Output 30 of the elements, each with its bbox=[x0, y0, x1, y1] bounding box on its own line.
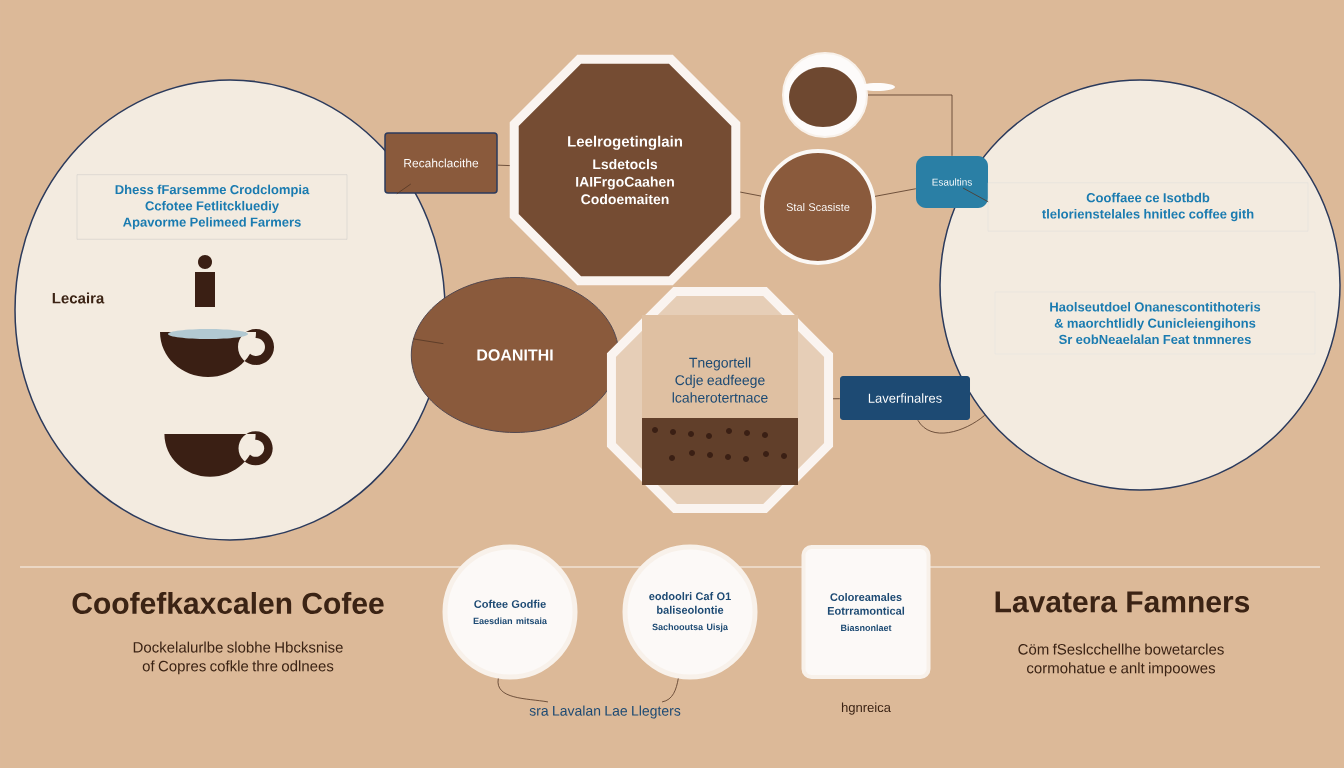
connector-line bbox=[874, 188, 917, 197]
connector-line bbox=[396, 183, 412, 195]
octagon-box: Tnegortell Cdje eadfeege lcaherotertnace bbox=[606, 286, 834, 514]
connector-line bbox=[497, 678, 549, 703]
connector-line bbox=[661, 678, 679, 703]
cup-drawing bbox=[782, 52, 895, 138]
circle-node: Stal Scasiste bbox=[760, 149, 876, 265]
circle-card: Coftee Godfie Eaesdian mitsaia bbox=[442, 544, 578, 680]
circle-card: eodoolri Caf O1 baliseolontie Sachooutsa Uisja bbox=[622, 544, 758, 680]
connector-line bbox=[832, 398, 841, 400]
heading: Lavatera Famners bbox=[995, 591, 1250, 613]
connector-line bbox=[497, 164, 511, 166]
label-box: Esaultins bbox=[916, 156, 988, 208]
connector-line bbox=[867, 94, 953, 157]
connector-line bbox=[917, 414, 986, 434]
connector-line bbox=[962, 187, 989, 203]
square-card: Coloreamales Eotrramontical Biasnonlaet bbox=[801, 545, 931, 679]
text-box: Dhess fFarsemme Crodclompia Ccfotee Fetlitckluediy Apavorme Pelimeed Farmers bbox=[76, 174, 348, 240]
text-label: Lecaira bbox=[52, 292, 105, 304]
text-box: Haolseutdoel Onanescontithoteris & maorchtlidly Cunicleiengihons Sr eobNeaelalan Feat tnmneres bbox=[994, 291, 1316, 355]
label-box: Laverfinalres bbox=[840, 376, 970, 420]
caption-text: sra Lavalan Lae Llegters bbox=[529, 705, 681, 719]
connector-line bbox=[412, 338, 444, 345]
caption-text: hgnreica bbox=[841, 702, 891, 715]
paragraph: Dockelalurlbe slobhe Hbcksnise of Copres cofkle thre odlnees bbox=[133, 641, 343, 675]
paragraph: Cöm fSeslcchellhe bowetarcles cormohatue e anlt impoowes bbox=[1018, 643, 1224, 677]
text-box: Cooffaee ce Isotbdb tlelorienstelales hnitlec coffee gith bbox=[987, 182, 1309, 232]
label-box: Recahclacithe bbox=[384, 132, 498, 194]
connector-line bbox=[739, 191, 762, 197]
heading: Coofefkaxcalen Cofee bbox=[72, 591, 384, 614]
